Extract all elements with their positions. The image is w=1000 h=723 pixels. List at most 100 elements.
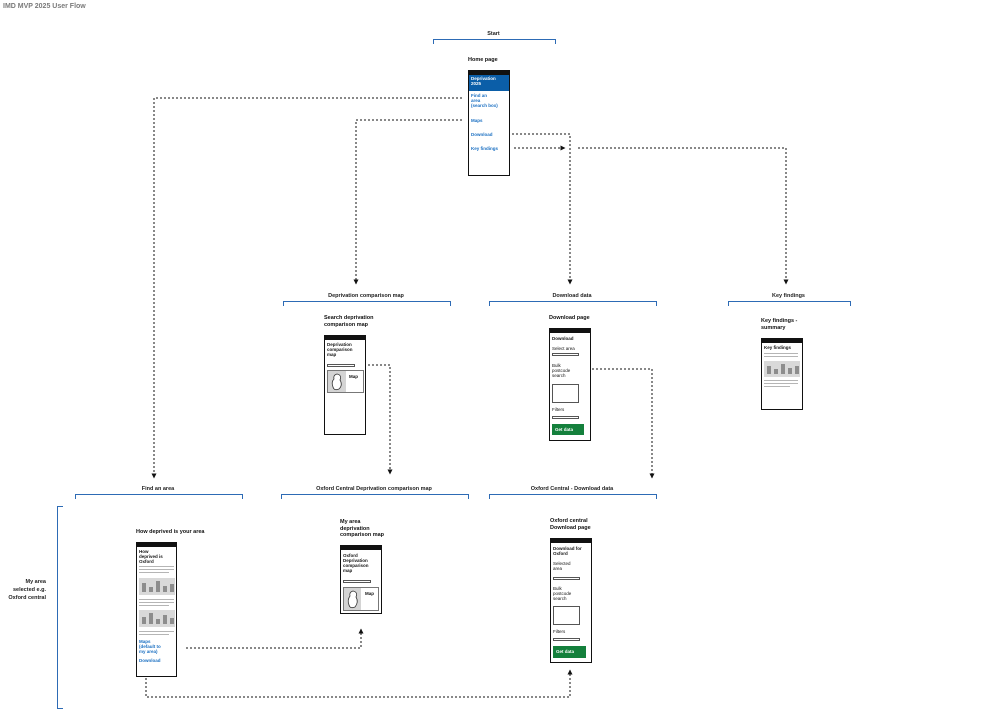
side-label-line-3: Oxford central: [8, 595, 46, 601]
area-screen: How deprived is Oxford Maps (default to …: [136, 542, 177, 677]
section-label-start: Start: [487, 31, 500, 37]
oxford-selected-area-line-1: Selected: [553, 561, 571, 566]
area-link-maps-line-3: my area): [139, 649, 158, 654]
download-screen-heading: Download: [552, 336, 574, 341]
oxford-selected-area-line-2: area: [553, 566, 563, 571]
home-link-key-findings[interactable]: Key findings: [471, 146, 499, 151]
flow-comparison-to-oxford-map: [356, 364, 393, 475]
oxford-bulk-textarea[interactable]: [553, 606, 580, 625]
my-comparison-map-label: Map: [365, 591, 374, 596]
download-filters-input[interactable]: [552, 416, 579, 419]
flow-home-to-download: [512, 133, 573, 285]
home-banner: Deprivation 2025: [469, 75, 509, 91]
chart-bar: [149, 613, 153, 624]
download-bulk-line-1: Bulk: [552, 363, 561, 368]
area-screen-title: How deprived is your area: [136, 529, 205, 535]
comparison-screen-title-line-2: comparison map: [324, 321, 369, 328]
download-screen-title: Download page: [549, 315, 590, 321]
my-comparison-heading-line-1: Oxford: [343, 553, 358, 558]
oxford-bulk-line-3: search: [553, 596, 567, 601]
flow-home-to-find-area: [151, 97, 462, 479]
side-label-my-area: My area selected e.g. Oxford central: [0, 578, 46, 602]
text-line: [139, 566, 174, 567]
comparison-map-panel[interactable]: Map: [327, 370, 364, 393]
my-comparison-search-input[interactable]: [343, 580, 371, 583]
map-shape-icon: [331, 373, 342, 391]
text-line: [139, 599, 174, 600]
area-screen-heading: How deprived is Oxford: [139, 549, 163, 564]
flow-key-findings-branch: [578, 147, 789, 285]
comparison-map-screen: Deprivation comparison map Map: [324, 335, 366, 435]
download-bulk-textarea[interactable]: [552, 384, 579, 403]
section-label-oxford-download: Oxford Central - Download data: [530, 486, 614, 492]
my-comparison-heading-line-2: Deprivation: [343, 558, 368, 563]
download-get-data-button[interactable]: Get data: [552, 424, 584, 435]
section-bracket-key-findings: [728, 301, 851, 306]
screen-header-bar: [325, 336, 365, 340]
keyfindings-title-line-1: Key findings -: [761, 318, 798, 324]
map-thumbnail: [328, 371, 346, 392]
home-link-find-area[interactable]: Find an area (search box): [471, 93, 498, 108]
area-heading-line-2: deprived is: [139, 554, 163, 559]
side-label-line-2: selected e.g.: [12, 587, 46, 593]
chart-bar: [156, 581, 160, 592]
area-link-maps-line-2: (default to: [139, 644, 161, 649]
oxford-selected-area-input[interactable]: [553, 577, 580, 580]
oxford-bulk-label: Bulk postcode search: [553, 586, 571, 601]
chart-bar: [156, 619, 160, 624]
area-link-download[interactable]: Download: [139, 658, 161, 663]
text-line: [139, 602, 174, 603]
home-page-screen: Deprivation 2025 Find an area (search bo…: [468, 70, 510, 176]
home-link-find-area-line-1: Find an: [471, 93, 487, 98]
screen-header-bar: [762, 339, 802, 343]
screen-header-bar: [137, 543, 176, 547]
download-bulk-line-3: search: [552, 373, 566, 378]
text-line: [139, 631, 174, 632]
section-bracket-start: [433, 39, 556, 44]
side-bracket: [57, 506, 63, 709]
my-comparison-map-panel[interactable]: Map: [343, 587, 379, 611]
section-bracket-find-area: [75, 494, 243, 499]
area-heading-line-1: How: [139, 549, 149, 554]
oxford-download-heading-line-1: Download for: [553, 546, 582, 551]
my-comparison-heading-line-3: comparison: [343, 563, 369, 568]
section-label-download-data: Download data: [552, 293, 592, 299]
area-heading-line-3: Oxford: [139, 559, 154, 564]
section-label-find-area: Find an area: [141, 486, 175, 492]
oxford-selected-area-label: Selected area: [553, 561, 571, 571]
flow-home-to-comparison-map: [353, 119, 462, 285]
keyfindings-title-line-2: summary: [761, 324, 786, 331]
download-select-area-input[interactable]: [552, 353, 579, 356]
section-label-key-findings: Key findings: [771, 293, 805, 299]
download-page-screen: Download Select area Bulk postcode searc…: [549, 328, 591, 441]
chart-bar: [149, 587, 153, 592]
home-link-maps[interactable]: Maps: [471, 118, 483, 123]
chart-bar: [163, 586, 167, 592]
oxford-filters-input[interactable]: [553, 638, 580, 641]
my-comparison-screen-title: My area deprivation comparison map: [340, 519, 384, 539]
comparison-search-input[interactable]: [327, 364, 355, 367]
home-banner-line-1: Deprivation: [471, 76, 496, 81]
oxford-download-screen-title: Oxford central Download page: [550, 518, 591, 531]
text-line: [764, 380, 798, 381]
section-bracket-oxford-comparison: [281, 494, 469, 499]
area-link-maps-line-1: Maps: [139, 639, 151, 644]
area-link-maps[interactable]: Maps (default to my area): [139, 639, 161, 654]
oxford-download-heading: Download for Oxford: [553, 546, 582, 556]
download-select-area-label: Select area: [552, 346, 575, 351]
comparison-heading-line-3: map: [327, 352, 337, 357]
area-chart-2: [139, 610, 175, 627]
home-link-download[interactable]: Download: [471, 132, 493, 137]
side-label-line-1: My area: [25, 579, 47, 585]
oxford-get-data-button[interactable]: Get data: [553, 646, 586, 658]
board-title: IMD MVP 2025 User Flow: [3, 3, 86, 10]
chart-bar: [795, 366, 799, 374]
chart-bar: [774, 369, 778, 374]
screen-header-bar: [551, 539, 591, 543]
area-chart-1: [139, 578, 175, 595]
chart-bar: [781, 364, 785, 374]
section-bracket-download-data: [489, 301, 657, 306]
text-line: [764, 353, 798, 354]
my-comparison-title-line-3: comparison map: [340, 532, 385, 538]
section-label-comparison-map: Deprivation comparison map: [328, 293, 404, 299]
